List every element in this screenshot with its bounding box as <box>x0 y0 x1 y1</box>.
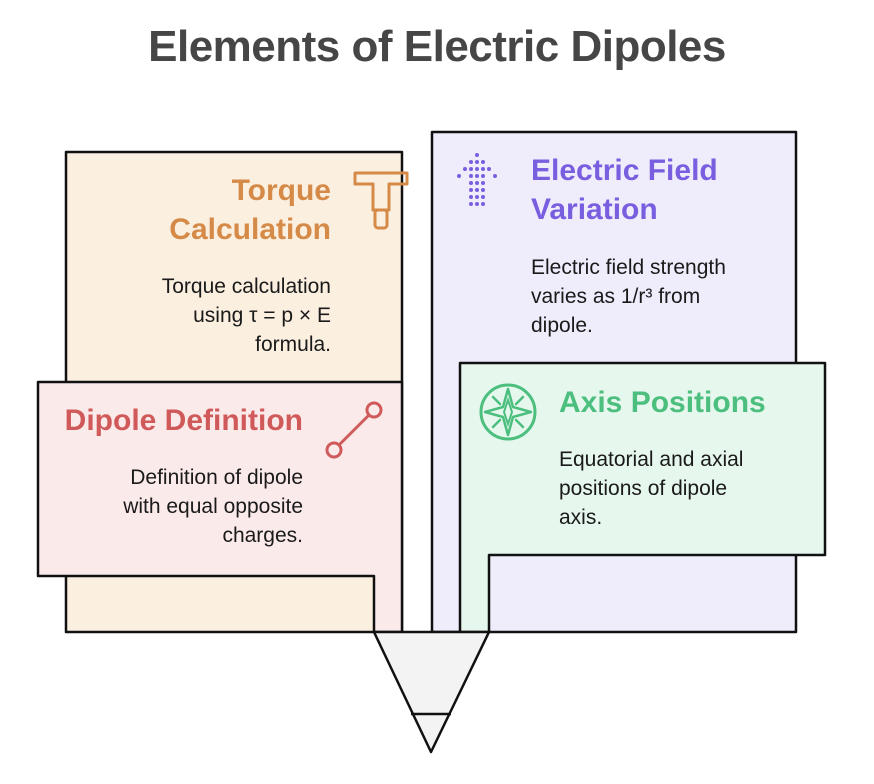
axis-title: Axis Positions <box>559 383 766 422</box>
dipole-title-text: Dipole Definition <box>64 404 303 437</box>
field-desc-line-3: dipole. <box>531 314 593 337</box>
dipole-desc-line-1: Definition of dipole <box>130 466 303 489</box>
dipole-desc-line-3: charges. <box>222 524 303 547</box>
axis-description: Equatorial and axial positions of dipole… <box>559 445 743 532</box>
t-handle-wrench-icon <box>353 171 409 230</box>
field-title-line-2: Variation <box>531 193 658 226</box>
axis-desc-line-3: axis. <box>559 506 603 529</box>
dipole-title: Dipole Definition <box>65 401 303 440</box>
torque-title: Torque Calculation <box>169 171 331 249</box>
field-title: Electric Field Variation <box>531 151 718 229</box>
torque-title-line-2: Calculation <box>169 213 331 246</box>
axis-desc-line-1: Equatorial and axial <box>559 448 744 471</box>
torque-description: Torque calculation using τ = p × E formu… <box>162 272 331 359</box>
torque-desc-line-2: using τ = p × E <box>193 304 331 327</box>
compass-rose-icon <box>479 383 537 441</box>
field-description: Electric field strength varies as 1/r³ f… <box>531 253 726 340</box>
field-title-line-1: Electric Field <box>531 154 718 187</box>
pencil-tip <box>372 630 491 754</box>
axis-title-text: Axis Positions <box>559 386 766 419</box>
dotted-arrow-up-icon <box>457 153 497 206</box>
dipole-description: Definition of dipole with equal opposite… <box>123 463 303 550</box>
torque-title-line-1: Torque <box>231 174 331 207</box>
connected-nodes-icon <box>325 401 383 459</box>
field-desc-line-2: varies as 1/r³ from <box>531 285 701 308</box>
torque-desc-line-3: formula. <box>255 333 331 356</box>
dipole-desc-line-2: with equal opposite <box>123 495 303 518</box>
field-desc-line-1: Electric field strength <box>531 256 726 279</box>
page-title: Elements of Electric Dipoles <box>148 22 726 71</box>
torque-desc-line-1: Torque calculation <box>161 275 331 298</box>
axis-desc-line-2: positions of dipole <box>559 477 728 500</box>
